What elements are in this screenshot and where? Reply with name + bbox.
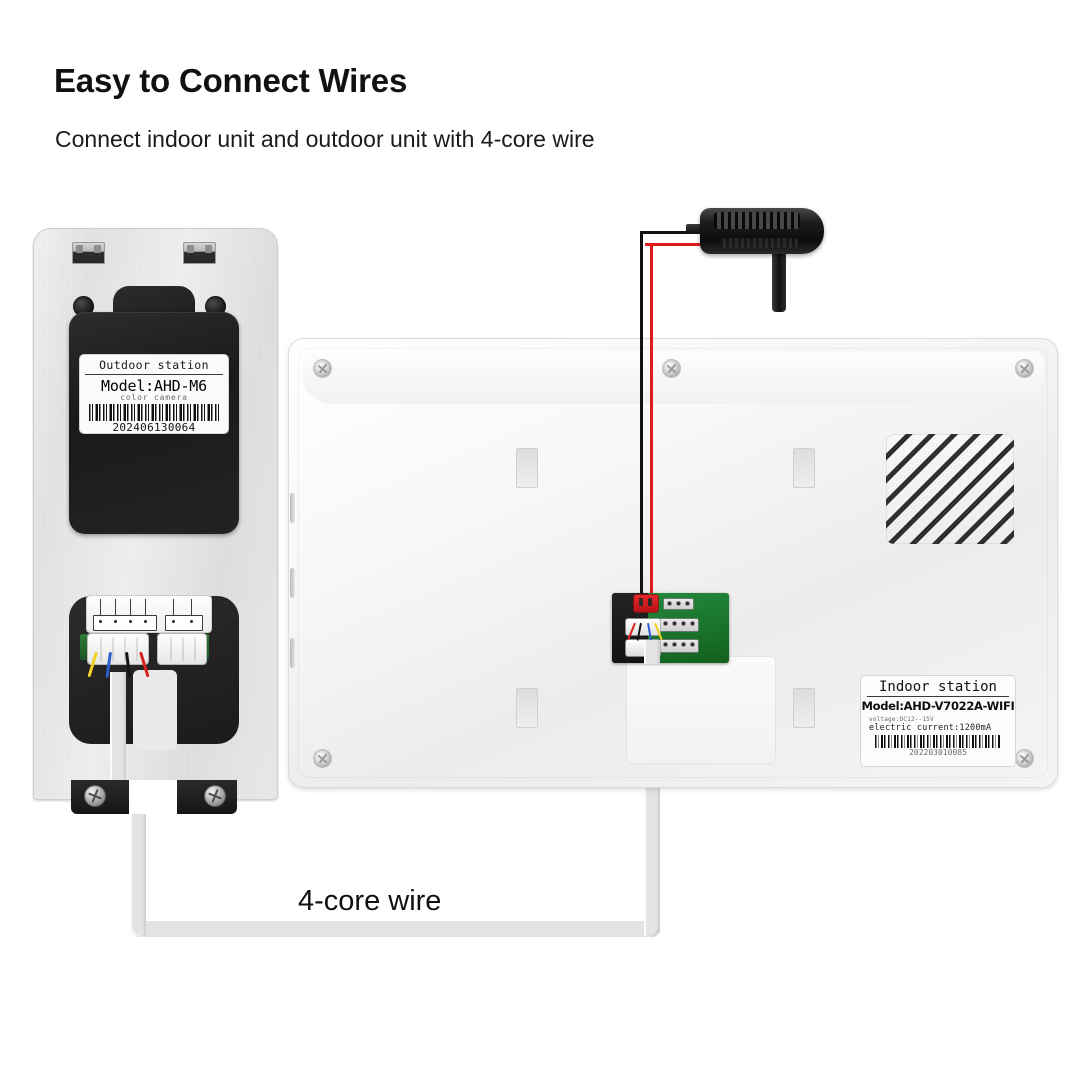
mount-clip-icon <box>72 242 105 264</box>
cable-bottom-horizontal <box>130 921 660 937</box>
cable-corner-right <box>644 900 660 936</box>
outdoor-label-heading: Outdoor station <box>99 358 209 372</box>
screw-icon <box>663 360 680 377</box>
screw-icon <box>314 360 331 377</box>
wall-mount-slot-icon <box>793 448 815 488</box>
indoor-product-label: Indoor station Model:AHD-V7022A-WIFI vol… <box>861 676 1015 766</box>
mount-hole-icon <box>73 296 94 317</box>
2-pin-terminal <box>165 615 203 631</box>
screw-icon <box>314 750 331 767</box>
power-lead-red-horizontal <box>645 243 705 246</box>
pcb-terminal-block <box>660 640 698 652</box>
4-pin-terminal <box>93 615 157 631</box>
bracket-notch <box>129 780 177 814</box>
pcb-edge-tab <box>80 634 88 660</box>
cable-into-pcb <box>644 640 660 664</box>
screw-icon <box>1016 750 1033 767</box>
screw-icon <box>1016 360 1033 377</box>
page-title: Easy to Connect Wires <box>54 62 408 99</box>
indoor-label-heading: Indoor station <box>878 679 997 695</box>
adapter-plug-prongs <box>772 250 786 312</box>
indoor-barcode-number: 202203010085 <box>909 748 967 757</box>
adapter-ribs <box>714 212 800 229</box>
pcb-terminal-block <box>664 599 693 609</box>
outdoor-label-subtitle: color camera <box>120 393 188 402</box>
pcb-terminal-block <box>660 619 698 631</box>
cable-channel <box>133 670 177 750</box>
speaker-grille-icon <box>886 434 1014 544</box>
side-button-notch-icon <box>290 568 295 598</box>
adapter-lower-ribs <box>720 238 798 248</box>
cable-corner-left <box>130 900 146 936</box>
outdoor-station: Outdoor station Model:AHD-M6 color camer… <box>33 228 278 814</box>
outdoor-label-model: Model:AHD-M6 <box>101 377 207 395</box>
outdoor-product-label: Outdoor station Model:AHD-M6 color camer… <box>80 355 228 433</box>
back-recess-panel <box>626 656 776 764</box>
dc-power-adapter <box>686 208 828 312</box>
side-button-notch-icon <box>290 638 295 668</box>
label-divider <box>867 696 1009 697</box>
phillips-screw-icon <box>205 786 225 806</box>
outdoor-terminal-legend <box>87 596 211 632</box>
phillips-screw-icon <box>85 786 105 806</box>
pcb-power-connector <box>634 595 658 612</box>
wire-caption: 4-core wire <box>298 885 442 917</box>
outdoor-barcode-number: 202406130064 <box>112 421 196 433</box>
side-button-notch-icon <box>290 493 295 523</box>
label-divider <box>85 374 223 375</box>
mount-hole-icon <box>205 296 226 317</box>
power-lead-red-vertical <box>650 243 653 601</box>
mount-clip-icon <box>183 242 216 264</box>
power-lead-black-vertical <box>640 231 643 601</box>
outdoor-connector-2pin <box>158 634 206 664</box>
barcode-icon <box>89 404 219 421</box>
wall-mount-slot-icon <box>793 688 815 728</box>
outdoor-cable-stub <box>110 672 126 784</box>
indoor-station: Indoor station Model:AHD-V7022A-WIFI vol… <box>288 338 1058 788</box>
outdoor-connector-4pin <box>88 634 148 664</box>
adapter-dc-tip <box>686 224 704 233</box>
indoor-label-model: Model:AHD-V7022A-WIFI <box>861 699 1015 713</box>
connector-pcb <box>612 593 729 663</box>
wall-mount-slot-icon <box>516 688 538 728</box>
power-lead-black-horizontal <box>640 231 705 234</box>
wall-mount-slot-icon <box>516 448 538 488</box>
barcode-icon <box>875 735 1001 748</box>
indoor-label-current: electric current:1200mA <box>869 723 992 733</box>
indoor-label-voltage: voltage:DC12--15V <box>869 716 934 723</box>
page-subtitle: Connect indoor unit and outdoor unit wit… <box>55 126 595 152</box>
